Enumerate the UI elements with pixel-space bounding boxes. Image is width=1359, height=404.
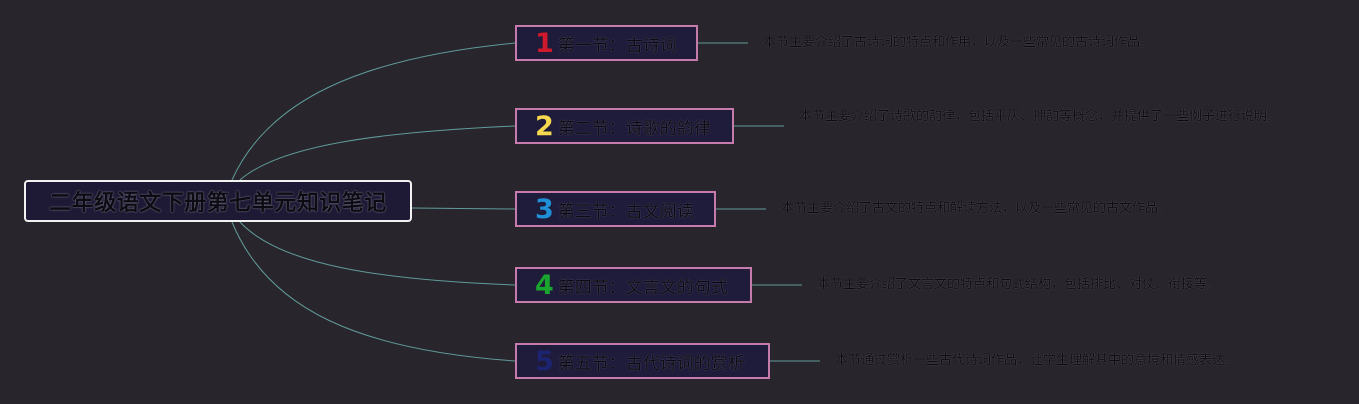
connector-root-branch-2 xyxy=(239,125,516,181)
branch-title-2: 第二节：诗歌的韵律 xyxy=(557,118,711,139)
branch-title-5: 第五节：古代诗词的赏析 xyxy=(557,353,745,374)
branch-node-5[interactable]: 5 第五节：古代诗词的赏析 xyxy=(515,343,770,379)
branch-title-1: 第一节：古诗词 xyxy=(557,35,677,56)
number-5-icon: 5 xyxy=(535,345,554,377)
branch-node-4[interactable]: 4 第四节：文言文的句式 xyxy=(515,267,752,303)
connector-root-branch-3 xyxy=(411,207,516,210)
connector-root-branch-1 xyxy=(231,42,516,181)
number-4-icon: 4 xyxy=(535,269,554,301)
number-2-icon: 2 xyxy=(535,110,554,142)
root-topic[interactable]: 二年级语文下册第七单元知识笔记 xyxy=(24,180,412,222)
number-3-icon: 3 xyxy=(535,193,554,225)
branch-description-1: 本节主要介绍了古诗词的特点和作用，以及一些常见的古诗词作品。 xyxy=(763,35,1154,50)
branch-description-3: 本节主要介绍了古文的特点和解读方法，以及一些常见的古文作品。 xyxy=(781,201,1172,216)
branch-node-1[interactable]: 1 第一节：古诗词 xyxy=(515,25,698,61)
connector-root-branch-4 xyxy=(239,221,516,286)
branch-title-4: 第四节：文言文的句式 xyxy=(557,277,728,298)
branch-description-2: 本节主要介绍了诗歌的韵律，包括平仄、押韵等概念，并提供了一些例子进行说明。 xyxy=(799,109,1281,124)
connector-root-branch-5 xyxy=(231,221,516,362)
root-topic-title: 二年级语文下册第七单元知识笔记 xyxy=(49,191,387,216)
branch-node-2[interactable]: 2 第二节：诗歌的韵律 xyxy=(515,108,734,144)
branch-title-3: 第三节：古文阅读 xyxy=(557,201,694,222)
number-1-icon: 1 xyxy=(535,27,554,59)
branch-description-5: 本节通过赏析一些古代诗词作品，让学生理解其中的意境和情感表达。 xyxy=(835,353,1239,368)
branch-description-4: 本节主要介绍了文言文的特点和句式结构，包括排比、对仗、衔接等。 xyxy=(817,277,1221,292)
branch-node-3[interactable]: 3 第三节：古文阅读 xyxy=(515,191,716,227)
